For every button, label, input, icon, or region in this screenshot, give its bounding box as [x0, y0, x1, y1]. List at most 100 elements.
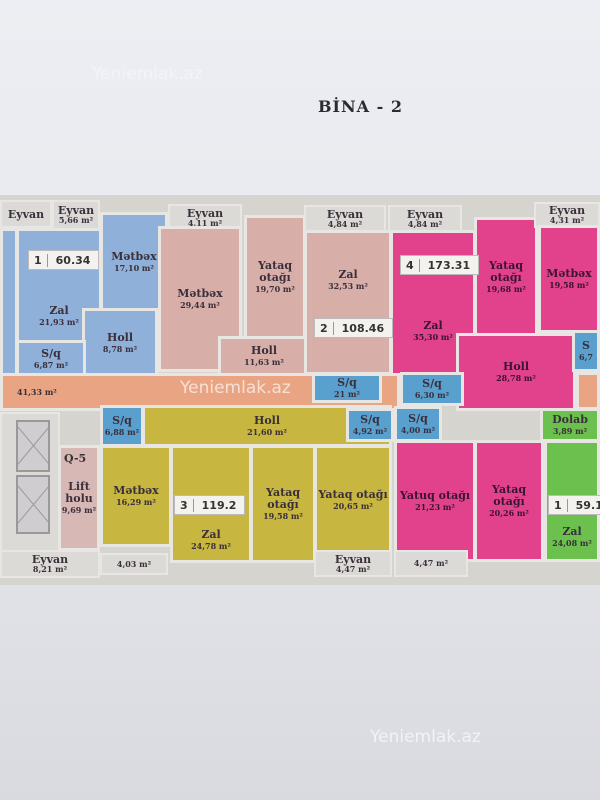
room-name: Eyvan — [334, 552, 372, 566]
room-name: Eyvan — [186, 206, 224, 220]
room-name: Mətbəx — [111, 249, 157, 263]
room-name: Lift holu — [65, 479, 93, 505]
room-name: Eyvan — [406, 208, 444, 221]
room-area: 20,26 m² — [489, 507, 529, 518]
room-name: Holl — [106, 330, 134, 344]
room-area: 4,92 m² — [352, 425, 388, 436]
room-area: 4,47 m² — [335, 563, 371, 574]
unit-total-area: 60.34 — [55, 253, 91, 267]
stair-label: Q-5 — [64, 452, 87, 465]
room-area: 21,60 m² — [247, 426, 287, 437]
unit-badge: 3 119.2 — [174, 495, 246, 515]
room-name: Zal — [49, 304, 69, 317]
room-area: 17,10 m² — [114, 262, 154, 273]
room-area: 19,70 m² — [255, 284, 295, 294]
room-area: 3,89 m² — [552, 425, 588, 436]
room-area: 19,58 m² — [263, 510, 303, 521]
room-name: Yataq otağı — [257, 259, 293, 284]
room-name: Yataq otağı — [491, 482, 527, 508]
watermark: Yeniemlak.az — [370, 727, 481, 747]
room-area: 8,78 m² — [102, 343, 138, 354]
elevator-shaft — [16, 475, 50, 534]
unit-badge: 2 108.46 — [314, 318, 394, 338]
elevator-shaft — [16, 420, 50, 472]
room-name: S/q — [337, 375, 357, 389]
room-name: Yataq otağı — [318, 487, 388, 501]
room-name: Holl — [253, 413, 281, 427]
room-name: Yatuq otağı — [399, 488, 471, 502]
room-area: 4,11 m² — [187, 217, 223, 228]
room-area: 20,65 m² — [333, 500, 373, 511]
room-area: 24,08 m² — [552, 538, 592, 548]
room-area: 6,30 m² — [414, 389, 450, 400]
building-title: BİNA - 2 — [318, 97, 403, 116]
room-name: S — [582, 338, 590, 352]
room-area: 6,88 m² — [104, 426, 140, 437]
room-area: 6,87 m² — [33, 359, 69, 370]
room-name: Zal — [423, 319, 443, 332]
unit-number: 3 — [175, 498, 194, 512]
unit-total-area: 108.46 — [341, 321, 385, 335]
room-area: 24,78 m² — [191, 541, 231, 551]
room-area: 41,33 m² — [17, 386, 57, 397]
unit-number: 2 — [315, 321, 334, 335]
room-area: 32,53 m² — [328, 281, 368, 291]
room-orange-r — [576, 372, 600, 410]
room-name: S/q — [112, 413, 132, 427]
room-name: Eyvan — [548, 204, 586, 217]
room-area: 6,7 — [579, 351, 593, 362]
room-area: 21,23 m² — [415, 501, 455, 512]
room-name: Eyvan — [326, 208, 364, 221]
room-eyv7: 4,03 m² — [100, 553, 168, 575]
room-area: 4,84 m² — [327, 219, 363, 229]
room-name: Holl — [502, 359, 530, 373]
room-name: Zal — [562, 525, 582, 538]
room-name: Eyvan — [7, 207, 45, 221]
room-area: 19,58 m² — [549, 279, 589, 290]
room-name: Mətbəx — [113, 483, 159, 497]
room-name: Mətbəx — [546, 266, 592, 280]
unit-total-area: 119.2 — [201, 498, 237, 512]
room-area: 9,69 m² — [61, 504, 97, 515]
room-name: S/q — [41, 346, 61, 360]
room-area: 4,00 m² — [400, 424, 436, 435]
unit-total-area: 173.31 — [427, 258, 471, 272]
room-area: 11,63 m² — [244, 356, 284, 367]
room-name: Dolab — [552, 412, 588, 426]
room-name: Yataq otağı — [488, 258, 524, 284]
room-name: Zal — [201, 528, 221, 541]
unit-total-area: 59.1 — [575, 498, 600, 512]
room-area: 28,78 m² — [496, 372, 536, 383]
room-name: S/q — [422, 376, 442, 390]
room-area: 8,21 m² — [32, 564, 68, 574]
unit-number: 4 — [401, 258, 420, 272]
room-area: 5,66 m² — [58, 215, 94, 225]
room-area: 29,44 m² — [180, 299, 220, 310]
room-area: 4,31 m² — [549, 215, 585, 225]
room-area: 21 m² — [334, 388, 360, 399]
room-area: 16,29 m² — [116, 496, 156, 507]
unit-badge: 4 173.31 — [400, 255, 480, 275]
room-name: Eyvan — [57, 204, 95, 217]
room-area: 4,03 m² — [116, 558, 152, 569]
room-name: S/q — [408, 411, 428, 425]
